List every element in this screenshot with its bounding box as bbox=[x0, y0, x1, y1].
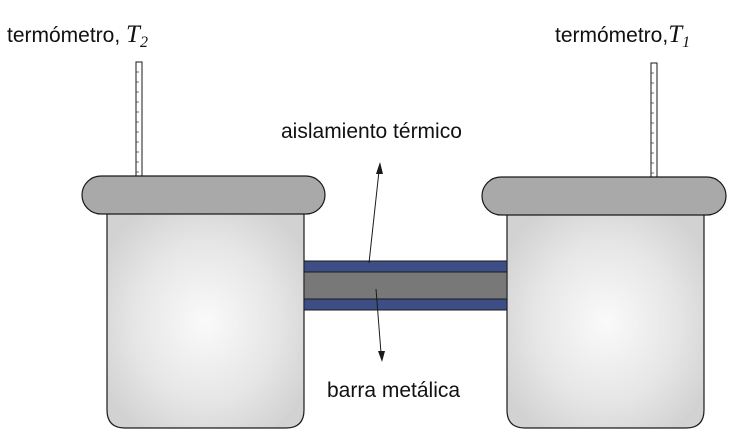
right-thermometer-scale bbox=[651, 72, 654, 174]
bar-insulation-bottom bbox=[303, 298, 508, 311]
left-container bbox=[106, 207, 305, 429]
insulation-pointer-arrow bbox=[368, 162, 383, 264]
left-thermometer-label-text: termómetro, bbox=[7, 24, 121, 47]
insulation-label: aislamiento térmico bbox=[281, 120, 462, 143]
left-thermometer-symbol: T bbox=[126, 21, 140, 48]
left-thermometer-scale bbox=[136, 71, 139, 173]
right-thermometer-subscript: 1 bbox=[682, 34, 691, 51]
right-container bbox=[506, 207, 705, 429]
left-thermometer-label: termómetro, T2 bbox=[7, 21, 148, 51]
left-thermometer bbox=[135, 61, 143, 179]
metal-bar-pointer-arrow bbox=[375, 288, 385, 362]
right-thermometer-label: termómetro,T1 bbox=[555, 21, 690, 51]
left-thermometer-subscript: 2 bbox=[139, 34, 148, 51]
right-thermometer-symbol: T bbox=[668, 21, 683, 48]
left-lid bbox=[81, 175, 326, 215]
right-lid bbox=[481, 176, 727, 216]
right-thermometer bbox=[650, 62, 658, 180]
right-thermometer-label-text: termómetro, bbox=[555, 24, 669, 47]
metal-bar-label: barra metálica bbox=[327, 379, 461, 402]
metal-bar-core bbox=[303, 271, 508, 300]
bar-insulation-top bbox=[303, 260, 508, 273]
